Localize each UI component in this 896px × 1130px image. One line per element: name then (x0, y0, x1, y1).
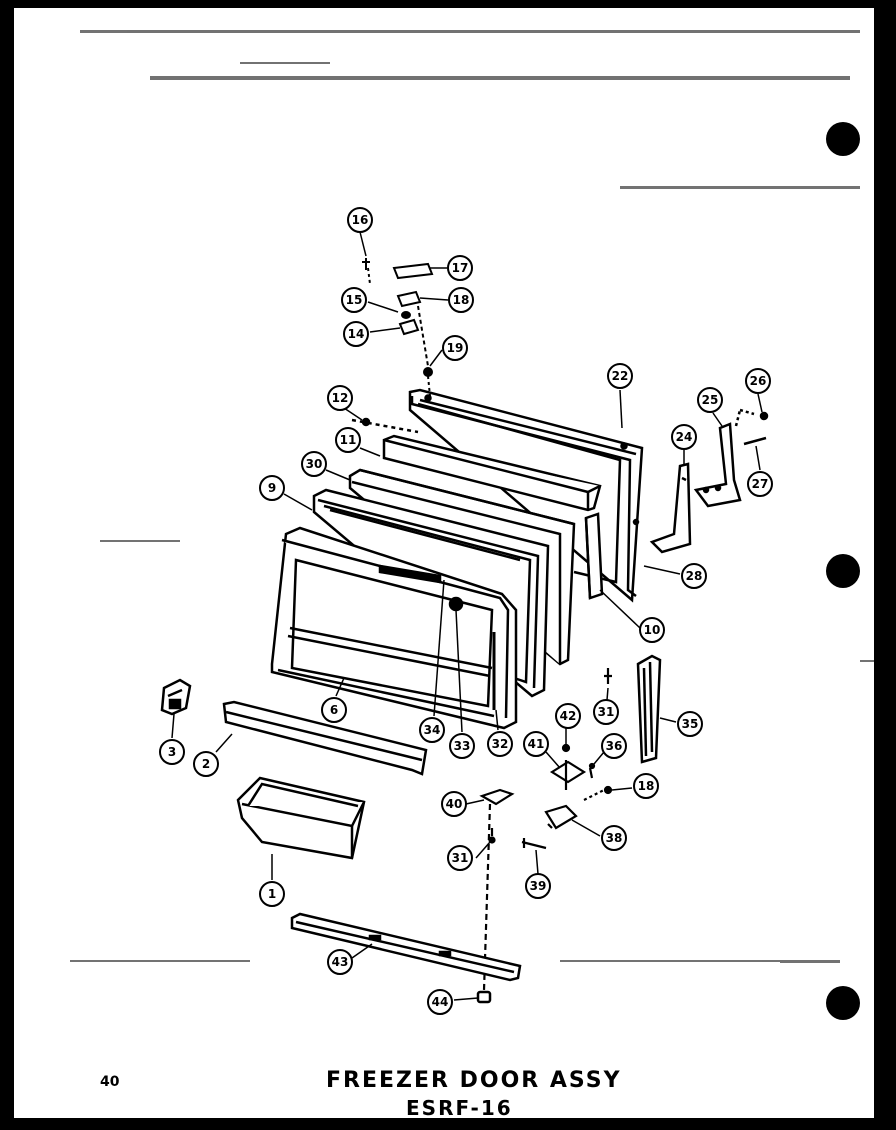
callout-19: 19 (442, 335, 468, 361)
door-bin (236, 776, 366, 860)
svg-text:30: 30 (306, 457, 323, 471)
svg-text:33: 33 (454, 739, 471, 753)
callout-12: 12 (327, 385, 353, 411)
svg-text:11: 11 (340, 433, 357, 447)
svg-text:2: 2 (202, 757, 210, 771)
callout-3: 3 (159, 739, 185, 765)
svg-text:10: 10 (644, 623, 661, 637)
callout-26: 26 (745, 368, 771, 394)
callout-6: 6 (321, 697, 347, 723)
callout-17: 17 (447, 255, 473, 281)
callout-44: 44 (427, 989, 453, 1015)
callout-39: 39 (525, 873, 551, 899)
svg-text:22: 22 (612, 369, 629, 383)
svg-text:26: 26 (750, 374, 767, 388)
callout-14: 14 (343, 321, 369, 347)
callout-11: 11 (335, 427, 361, 453)
callout-36: 36 (601, 733, 627, 759)
exploded-parts-diagram: 16 17 18 15 14 19 12 22 26 25 11 24 27 3… (70, 30, 874, 1015)
door-liner (270, 526, 518, 730)
svg-text:42: 42 (560, 709, 577, 723)
callout-2: 2 (193, 751, 219, 777)
callouts: 16 17 18 15 14 19 12 22 26 25 11 24 27 3… (159, 207, 773, 1015)
svg-text:12: 12 (332, 391, 349, 405)
svg-text:25: 25 (702, 393, 719, 407)
callout-22: 22 (607, 363, 633, 389)
svg-text:36: 36 (606, 739, 623, 753)
svg-text:43: 43 (332, 955, 349, 969)
svg-text:41: 41 (528, 737, 545, 751)
callout-34: 34 (419, 717, 445, 743)
speckle-noise (70, 30, 874, 963)
svg-text:38: 38 (606, 831, 623, 845)
svg-text:35: 35 (682, 717, 699, 731)
model-number: ESRF-16 (406, 1096, 513, 1120)
svg-text:3: 3 (168, 745, 176, 759)
svg-text:44: 44 (432, 995, 449, 1009)
svg-text:14: 14 (348, 327, 365, 341)
gasket-strip (382, 434, 602, 512)
callout-42: 42 (555, 703, 581, 729)
binder-hole-middle (826, 554, 860, 588)
callout-18-bottom: 18 (633, 773, 659, 799)
handle-latch (160, 678, 192, 716)
svg-text:18: 18 (453, 293, 470, 307)
bottom-rail (290, 912, 522, 982)
callout-15: 15 (341, 287, 367, 313)
svg-text:27: 27 (752, 477, 769, 491)
callout-32: 32 (487, 731, 513, 757)
callout-27: 27 (747, 471, 773, 497)
callout-43: 43 (327, 949, 353, 975)
callout-35: 35 (677, 711, 703, 737)
svg-text:32: 32 (492, 737, 509, 751)
document-page: 16 17 18 15 14 19 12 22 26 25 11 24 27 3… (14, 8, 874, 1120)
svg-text:31: 31 (452, 851, 469, 865)
plug (476, 990, 492, 1004)
svg-text:17: 17 (452, 261, 469, 275)
shelf-bar (222, 700, 428, 776)
binder-hole-bottom (826, 986, 860, 1020)
callout-9: 9 (259, 475, 285, 501)
svg-text:28: 28 (686, 569, 703, 583)
svg-text:9: 9 (268, 481, 276, 495)
binder-hole-top (826, 122, 860, 156)
svg-text:16: 16 (352, 213, 369, 227)
svg-text:1: 1 (268, 887, 276, 901)
callout-38: 38 (601, 825, 627, 851)
svg-text:6: 6 (330, 703, 338, 717)
page-number: 40 (100, 1074, 120, 1090)
svg-text:40: 40 (446, 797, 463, 811)
top-hinge-parts (362, 258, 434, 397)
callout-40: 40 (441, 791, 467, 817)
callout-25: 25 (697, 387, 723, 413)
callout-10: 10 (639, 617, 665, 643)
svg-text:15: 15 (346, 293, 363, 307)
side-trim (636, 654, 662, 764)
callout-16: 16 (347, 207, 373, 233)
callout-18-top: 18 (448, 287, 474, 313)
callout-41: 41 (523, 731, 549, 757)
svg-text:18: 18 (638, 779, 655, 793)
callout-1: 1 (259, 881, 285, 907)
callout-24: 24 (671, 424, 697, 450)
svg-text:19: 19 (447, 341, 464, 355)
side-spacer (584, 512, 604, 600)
callout-31-top: 31 (593, 699, 619, 725)
svg-text:34: 34 (424, 723, 441, 737)
svg-text:31: 31 (598, 705, 615, 719)
callout-33: 33 (449, 733, 475, 759)
right-hinge-parts (649, 408, 769, 554)
svg-text:24: 24 (676, 430, 693, 444)
callout-30: 30 (301, 451, 327, 477)
svg-text:39: 39 (530, 879, 547, 893)
callout-28: 28 (681, 563, 707, 589)
leader-lines (171, 231, 763, 1001)
callout-31-bottom: 31 (447, 845, 473, 871)
diagram-title: FREEZER DOOR ASSY (326, 1068, 622, 1093)
